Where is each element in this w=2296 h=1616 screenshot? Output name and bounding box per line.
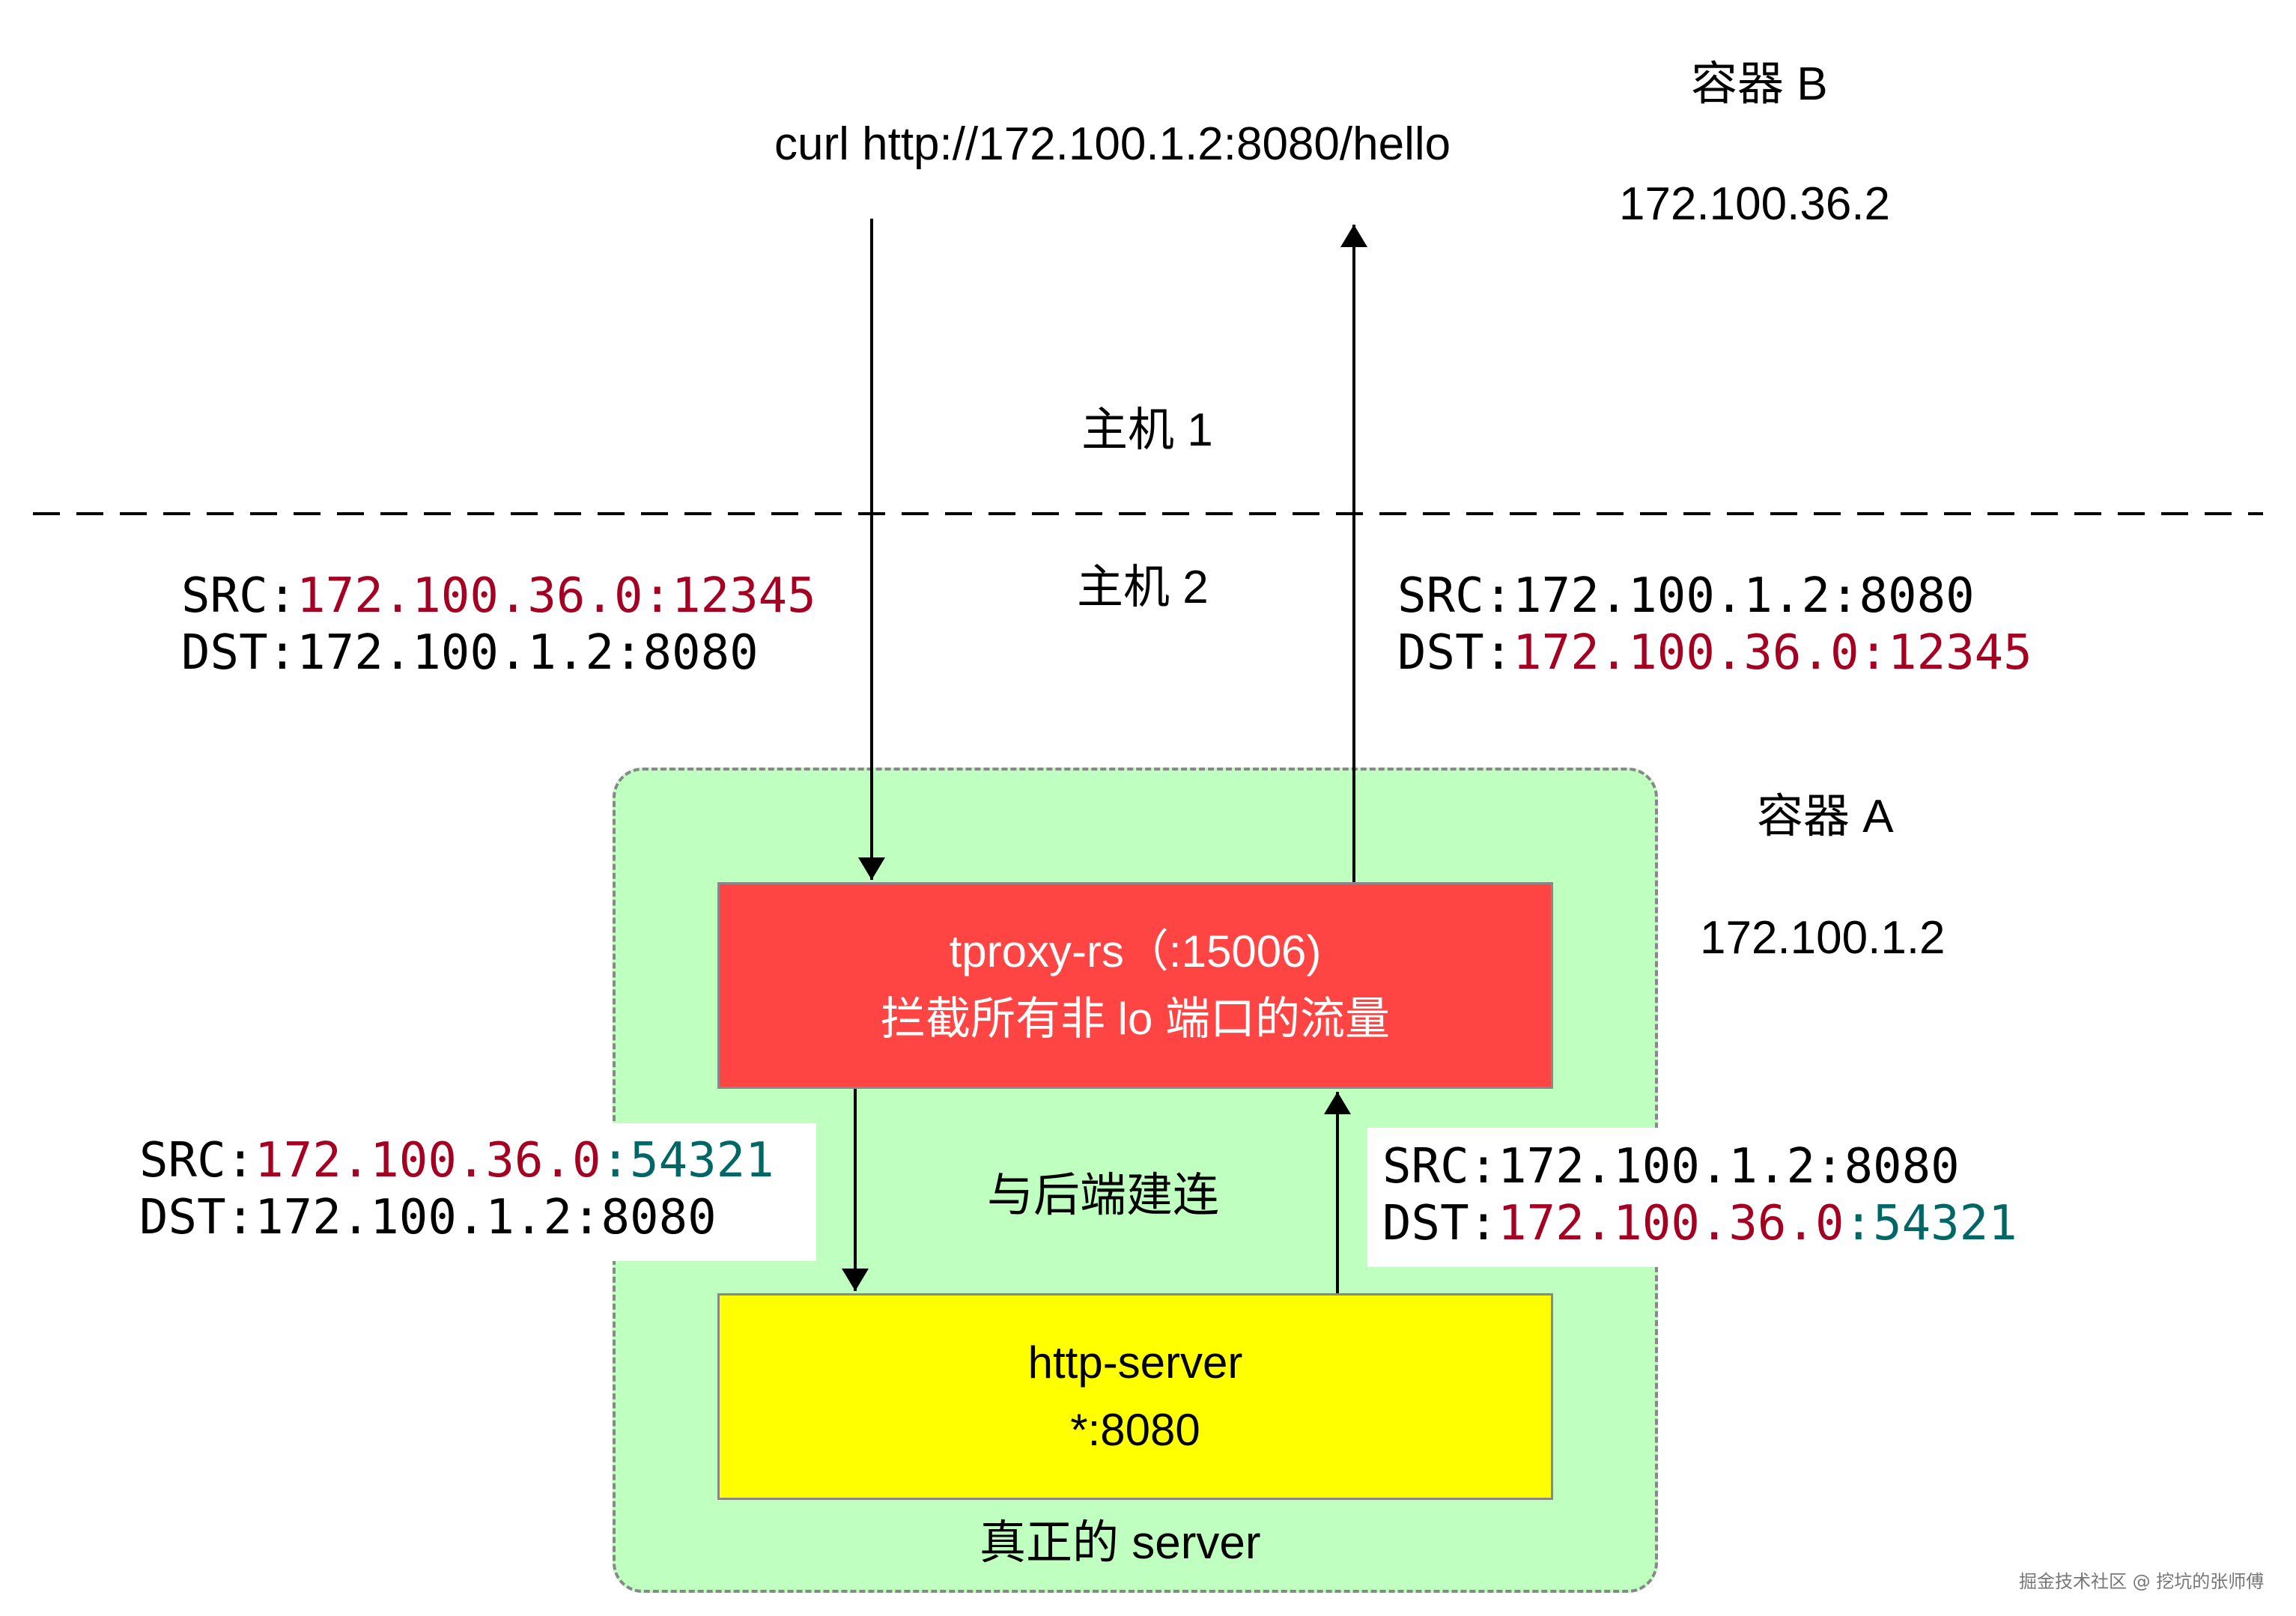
container-a-name: 容器 A bbox=[1757, 791, 1894, 842]
inbound-outer-dst: DST:172.100.1.2:8080 bbox=[181, 625, 759, 681]
tproxy-title: tproxy-rs（:15006) bbox=[949, 926, 1322, 976]
outbound-inner-src: SRC:172.100.1.2:8080 bbox=[1382, 1139, 1960, 1194]
outbound-outer-packet: SRC:172.100.1.2:8080 DST:172.100.36.0:12… bbox=[1397, 568, 2032, 681]
container-b-name: 容器 B bbox=[1691, 58, 1828, 110]
container-a-ip: 172.100.1.2 bbox=[1700, 912, 1946, 964]
host1-label: 主机 1 bbox=[1081, 404, 1213, 456]
inbound-inner-packet: SRC:172.100.36.0:54321 DST:172.100.1.2:8… bbox=[139, 1132, 774, 1246]
inbound-outer-packet: SRC:172.100.36.0:12345 DST:172.100.1.2:8… bbox=[181, 568, 816, 681]
backend-connect-label: 与后端建连 bbox=[987, 1170, 1220, 1221]
outbound-outer-src: SRC:172.100.1.2:8080 bbox=[1397, 568, 1975, 624]
host2-label: 主机 2 bbox=[1077, 562, 1209, 613]
outbound-inner-dst: DST:172.100.36.0:54321 bbox=[1382, 1196, 2017, 1251]
http-server-port: *:8080 bbox=[1070, 1405, 1200, 1455]
container-a-footer: 真正的 server bbox=[980, 1517, 1261, 1569]
tproxy-description: 拦截所有非 lo 端口的流量 bbox=[880, 994, 1391, 1044]
inbound-inner-src: SRC:172.100.36.0:54321 bbox=[139, 1133, 774, 1188]
http-server-title: http-server bbox=[1027, 1337, 1243, 1388]
outbound-inner-panel bbox=[1367, 1128, 2061, 1267]
curl-command: curl http://172.100.1.2:8080/hello bbox=[774, 118, 1451, 170]
http-server-box: http-server *:8080 bbox=[717, 1293, 1553, 1500]
outbound-outer-dst: DST:172.100.36.0:12345 bbox=[1397, 625, 2032, 681]
inbound-inner-panel bbox=[129, 1123, 816, 1261]
inbound-outer-src: SRC:172.100.36.0:12345 bbox=[181, 568, 816, 624]
watermark: 掘金技术社区 @ 挖坑的张师傅 bbox=[2019, 1571, 2265, 1592]
tproxy-box: tproxy-rs（:15006) 拦截所有非 lo 端口的流量 bbox=[717, 882, 1553, 1089]
inbound-inner-dst: DST:172.100.1.2:8080 bbox=[139, 1190, 717, 1245]
container-b-ip: 172.100.36.2 bbox=[1619, 178, 1891, 230]
outbound-inner-packet: SRC:172.100.1.2:8080 DST:172.100.36.0:54… bbox=[1382, 1138, 2017, 1252]
